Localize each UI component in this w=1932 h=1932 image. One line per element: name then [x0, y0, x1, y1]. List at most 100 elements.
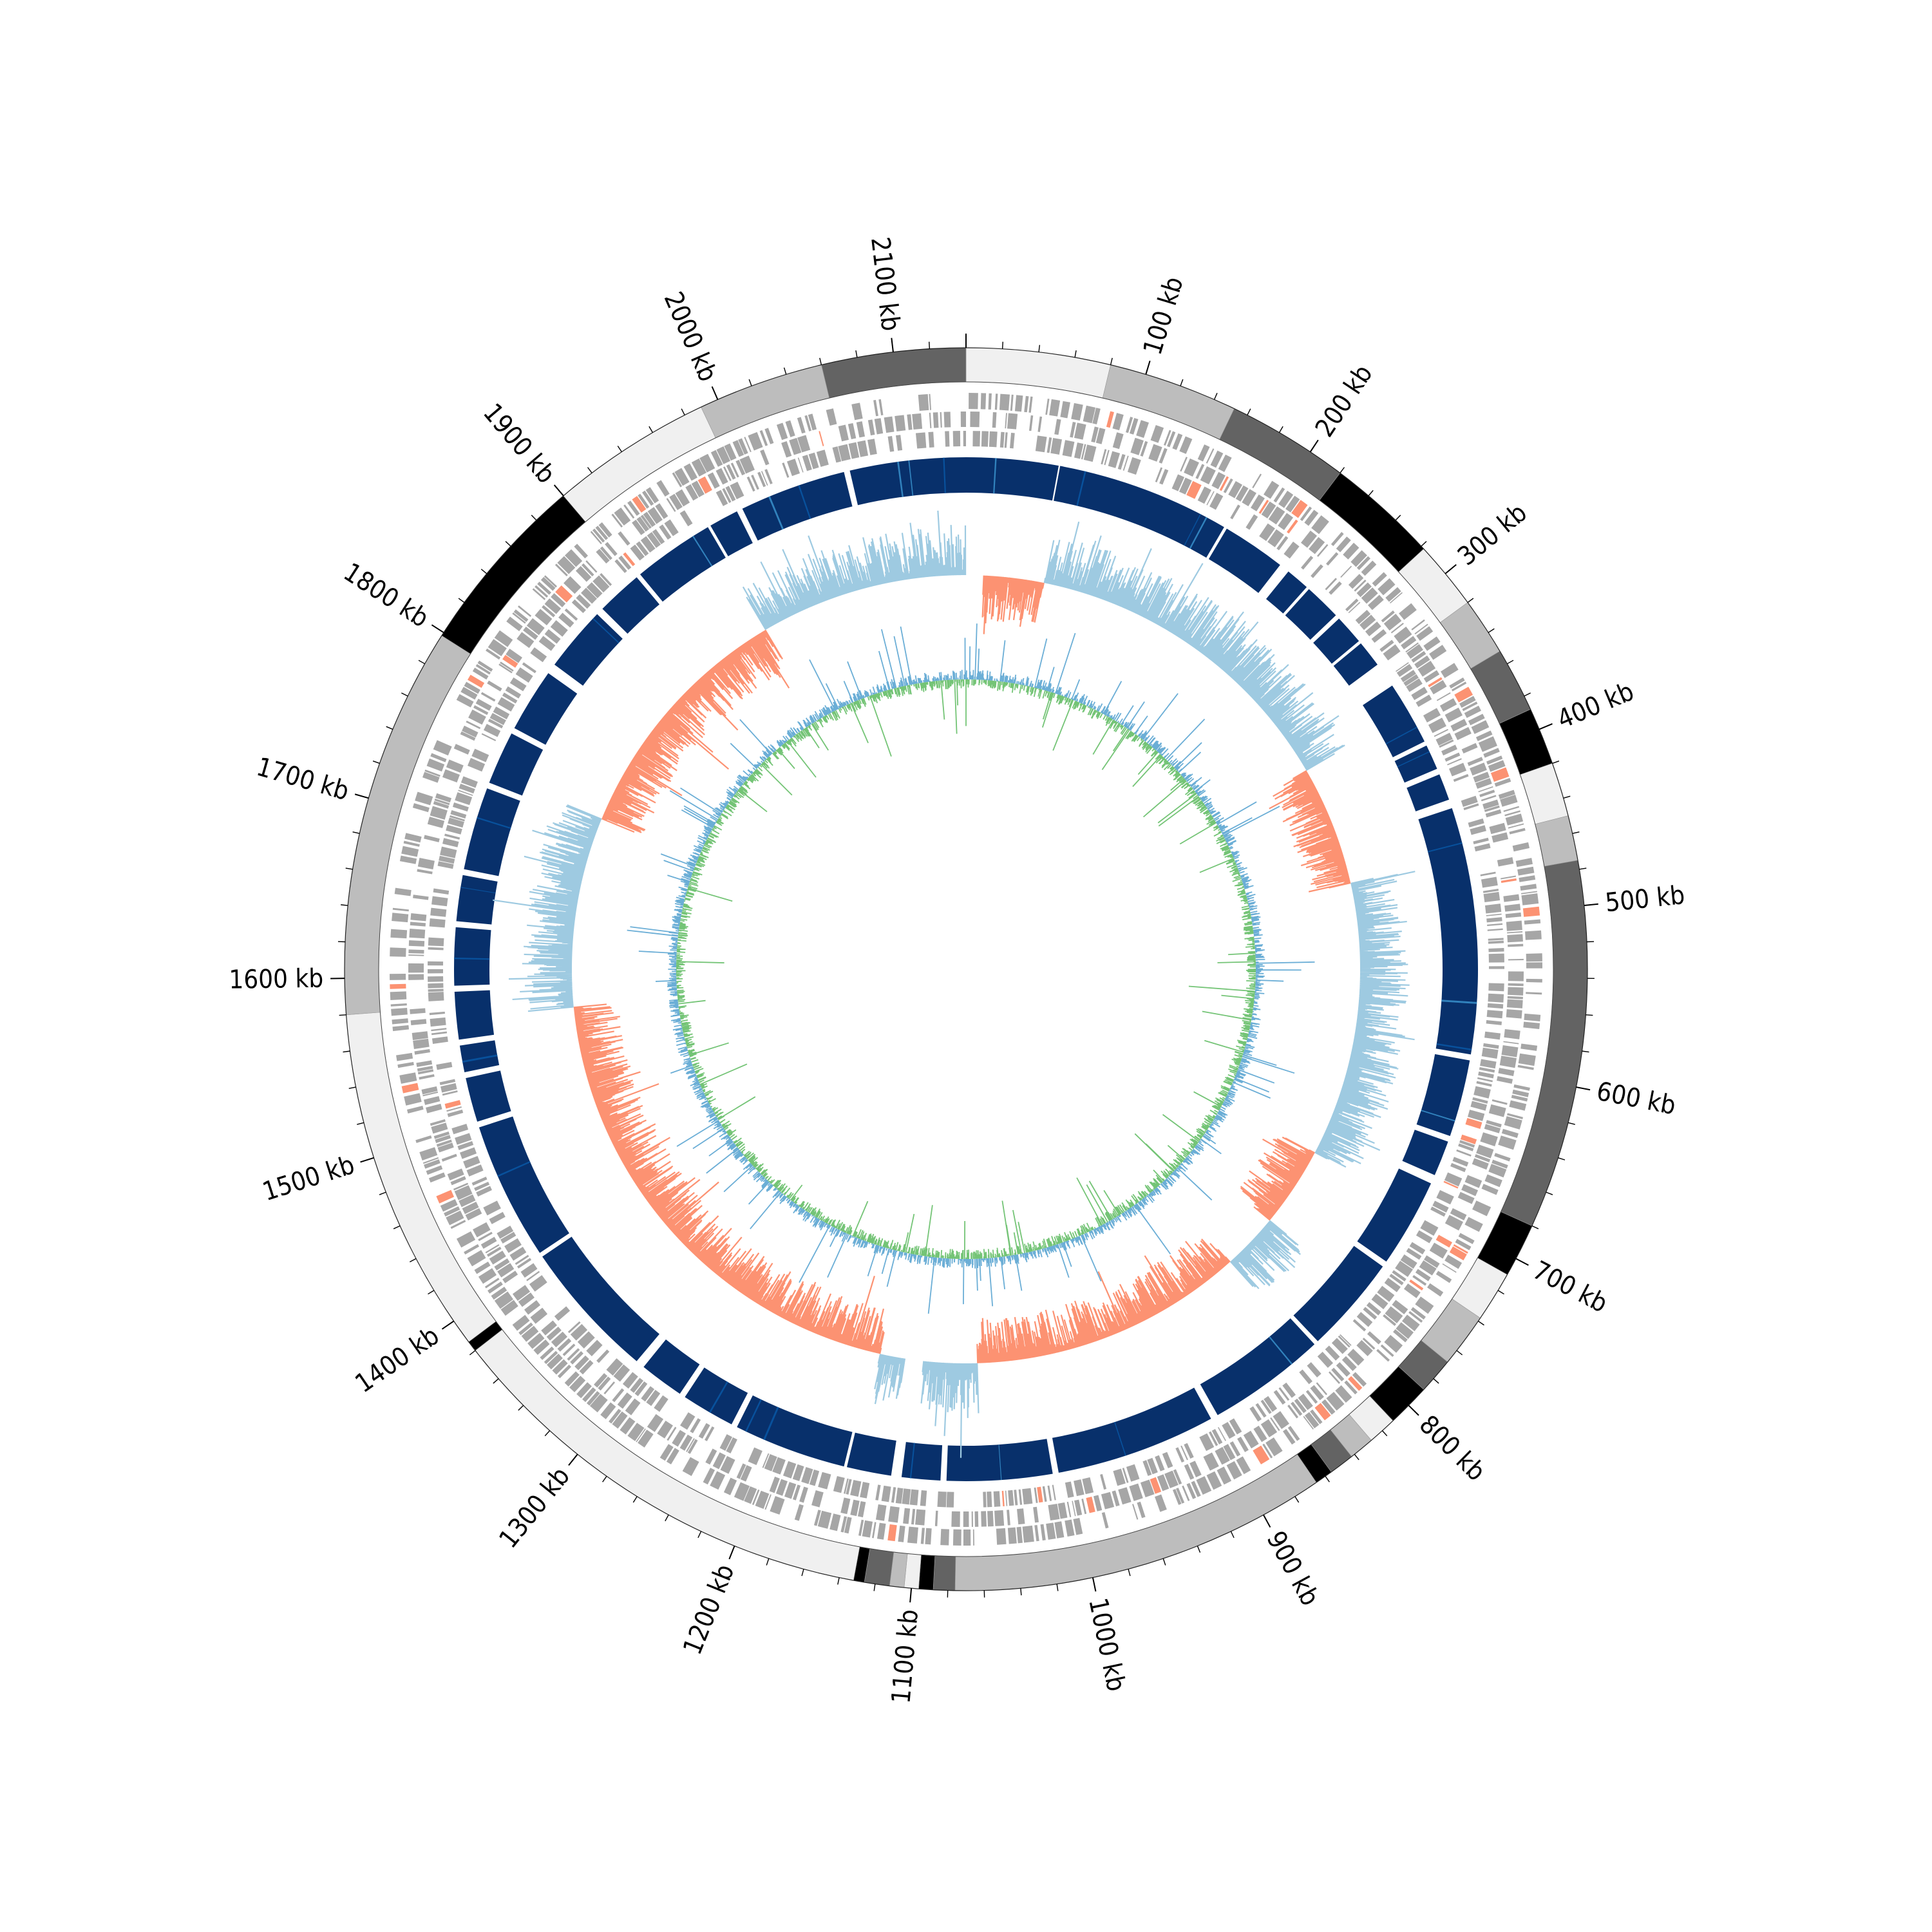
gene-feature-593: [409, 929, 426, 939]
gene-feature-376: [1390, 622, 1404, 634]
gene-feature-730: [1439, 739, 1454, 748]
gene-feature-868: [764, 1454, 777, 1472]
gene-feature-242: [406, 1105, 424, 1113]
gene-feature-729: [1435, 732, 1453, 746]
gene-feature-221: [500, 1300, 518, 1316]
syntenic-block-25: [466, 1070, 511, 1122]
minor-tick-660: [1546, 1191, 1553, 1195]
gene-feature-282: [512, 612, 526, 624]
gene-feature-600: [427, 817, 445, 828]
gene-feature-567: [447, 1168, 464, 1180]
gene-feature-733: [1447, 758, 1462, 766]
gene-feature-629: [575, 565, 592, 582]
tick-label-500kb: 500 kb: [1604, 880, 1686, 918]
gene-feature-877: [654, 1395, 668, 1412]
gene-feature-812: [1255, 1403, 1267, 1418]
gene-feature-992: [761, 471, 768, 486]
gene-feature-650: [723, 466, 732, 481]
gene-feature-523: [720, 1455, 735, 1474]
gene-feature-450: [1385, 1306, 1403, 1323]
syntenic-block-34: [602, 577, 659, 634]
gene-feature-673: [960, 412, 966, 428]
gene-feature-801: [1338, 1335, 1350, 1348]
gene-feature-744: [1482, 889, 1499, 893]
gene-feature-401: [1484, 805, 1500, 812]
minor-tick-920: [1230, 1531, 1235, 1539]
minor-tick-620: [1567, 1122, 1575, 1125]
gene-feature-921: [430, 1017, 446, 1027]
gene-feature-776: [1458, 1143, 1474, 1151]
syntenic-block-stripe-7-0: [1385, 726, 1417, 744]
gene-feature-464: [1294, 1398, 1307, 1414]
gene-feature-434: [1474, 1154, 1491, 1162]
gene-feature-200: [627, 1423, 645, 1441]
gene-feature-25: [1197, 444, 1210, 462]
tick-label-800kb: 800 kb: [1414, 1410, 1491, 1487]
minor-tick-80: [1110, 357, 1113, 365]
gene-feature-283: [513, 609, 529, 622]
minor-tick-1340: [518, 1405, 524, 1411]
gene-feature-604: [435, 793, 451, 803]
minor-tick-340: [1488, 628, 1495, 633]
gene-feature-354: [1223, 478, 1233, 493]
gene-feature-257: [392, 913, 409, 923]
gene-feature-625: [544, 598, 562, 614]
gene-feature-397: [1478, 786, 1493, 793]
gene-feature-64: [1478, 736, 1497, 752]
minor-tick-720: [1497, 1290, 1504, 1295]
gene-feature-32: [1278, 491, 1294, 508]
gene-feature-437: [1461, 1184, 1479, 1197]
gene-feature-486: [1112, 1490, 1120, 1507]
gene-feature-37: [1311, 515, 1329, 535]
tick-label-2000kb: 2000 kb: [658, 287, 723, 386]
gene-feature-554: [494, 1258, 510, 1271]
gene-feature-757: [1488, 993, 1504, 1003]
gene-feature-641: [655, 503, 668, 519]
gene-feature-591: [408, 949, 424, 954]
syntenic-block-stripe-8-0: [1397, 751, 1430, 768]
gene-feature-863: [809, 1469, 820, 1486]
syntenic-block-31: [489, 733, 544, 796]
gene-feature-392: [1461, 743, 1478, 754]
gene-feature-773: [1465, 1118, 1482, 1129]
gene-feature-505: [951, 1511, 960, 1527]
minor-tick-940: [1197, 1546, 1201, 1553]
minor-tick-320: [1467, 598, 1474, 603]
gene-feature-52: [1423, 636, 1441, 651]
syntenic-block-24: [478, 1116, 569, 1253]
gene-feature-465: [1291, 1401, 1303, 1416]
syntenic-block-stripe-24-2: [497, 1160, 531, 1177]
gene-feature-474: [1223, 1444, 1236, 1461]
gene-feature-975: [618, 555, 632, 570]
minor-tick-580: [1582, 1050, 1589, 1053]
gene-feature-251: [390, 1003, 407, 1007]
gene-feature-688: [1104, 450, 1110, 466]
gene-feature-686: [1083, 444, 1097, 462]
gene-feature-695: [1171, 474, 1185, 491]
gene-feature-243: [404, 1093, 422, 1106]
gene-feature-648: [707, 472, 720, 489]
minor-tick-1740: [386, 726, 393, 730]
gene-feature-125: [1384, 1334, 1403, 1353]
gene-feature-738: [1468, 818, 1484, 828]
minor-tick-1440: [409, 1258, 417, 1263]
gene-feature-59: [1462, 701, 1478, 712]
gene-feature-971: [586, 582, 603, 598]
gene-feature-983: [664, 519, 679, 536]
gene-feature-559: [478, 1231, 493, 1242]
gene-feature-60: [1464, 705, 1481, 718]
gene-feature-879: [641, 1386, 655, 1402]
gene-feature-578: [421, 1086, 438, 1095]
gene-feature-456: [1341, 1356, 1357, 1371]
gene-feature-941: [448, 817, 464, 828]
gene-feature-20: [1150, 424, 1164, 443]
gene-feature-961: [522, 662, 536, 674]
gene-feature-268: [426, 758, 445, 772]
gene-feature-1011: [963, 431, 966, 447]
gene-feature-301: [627, 500, 640, 516]
gene-feature-821: [1180, 1445, 1188, 1461]
gene-feature-770: [1472, 1097, 1488, 1104]
gene-feature-481: [1157, 1474, 1170, 1492]
gene-feature-442: [1429, 1242, 1448, 1259]
gene-feature-560: [473, 1222, 491, 1238]
